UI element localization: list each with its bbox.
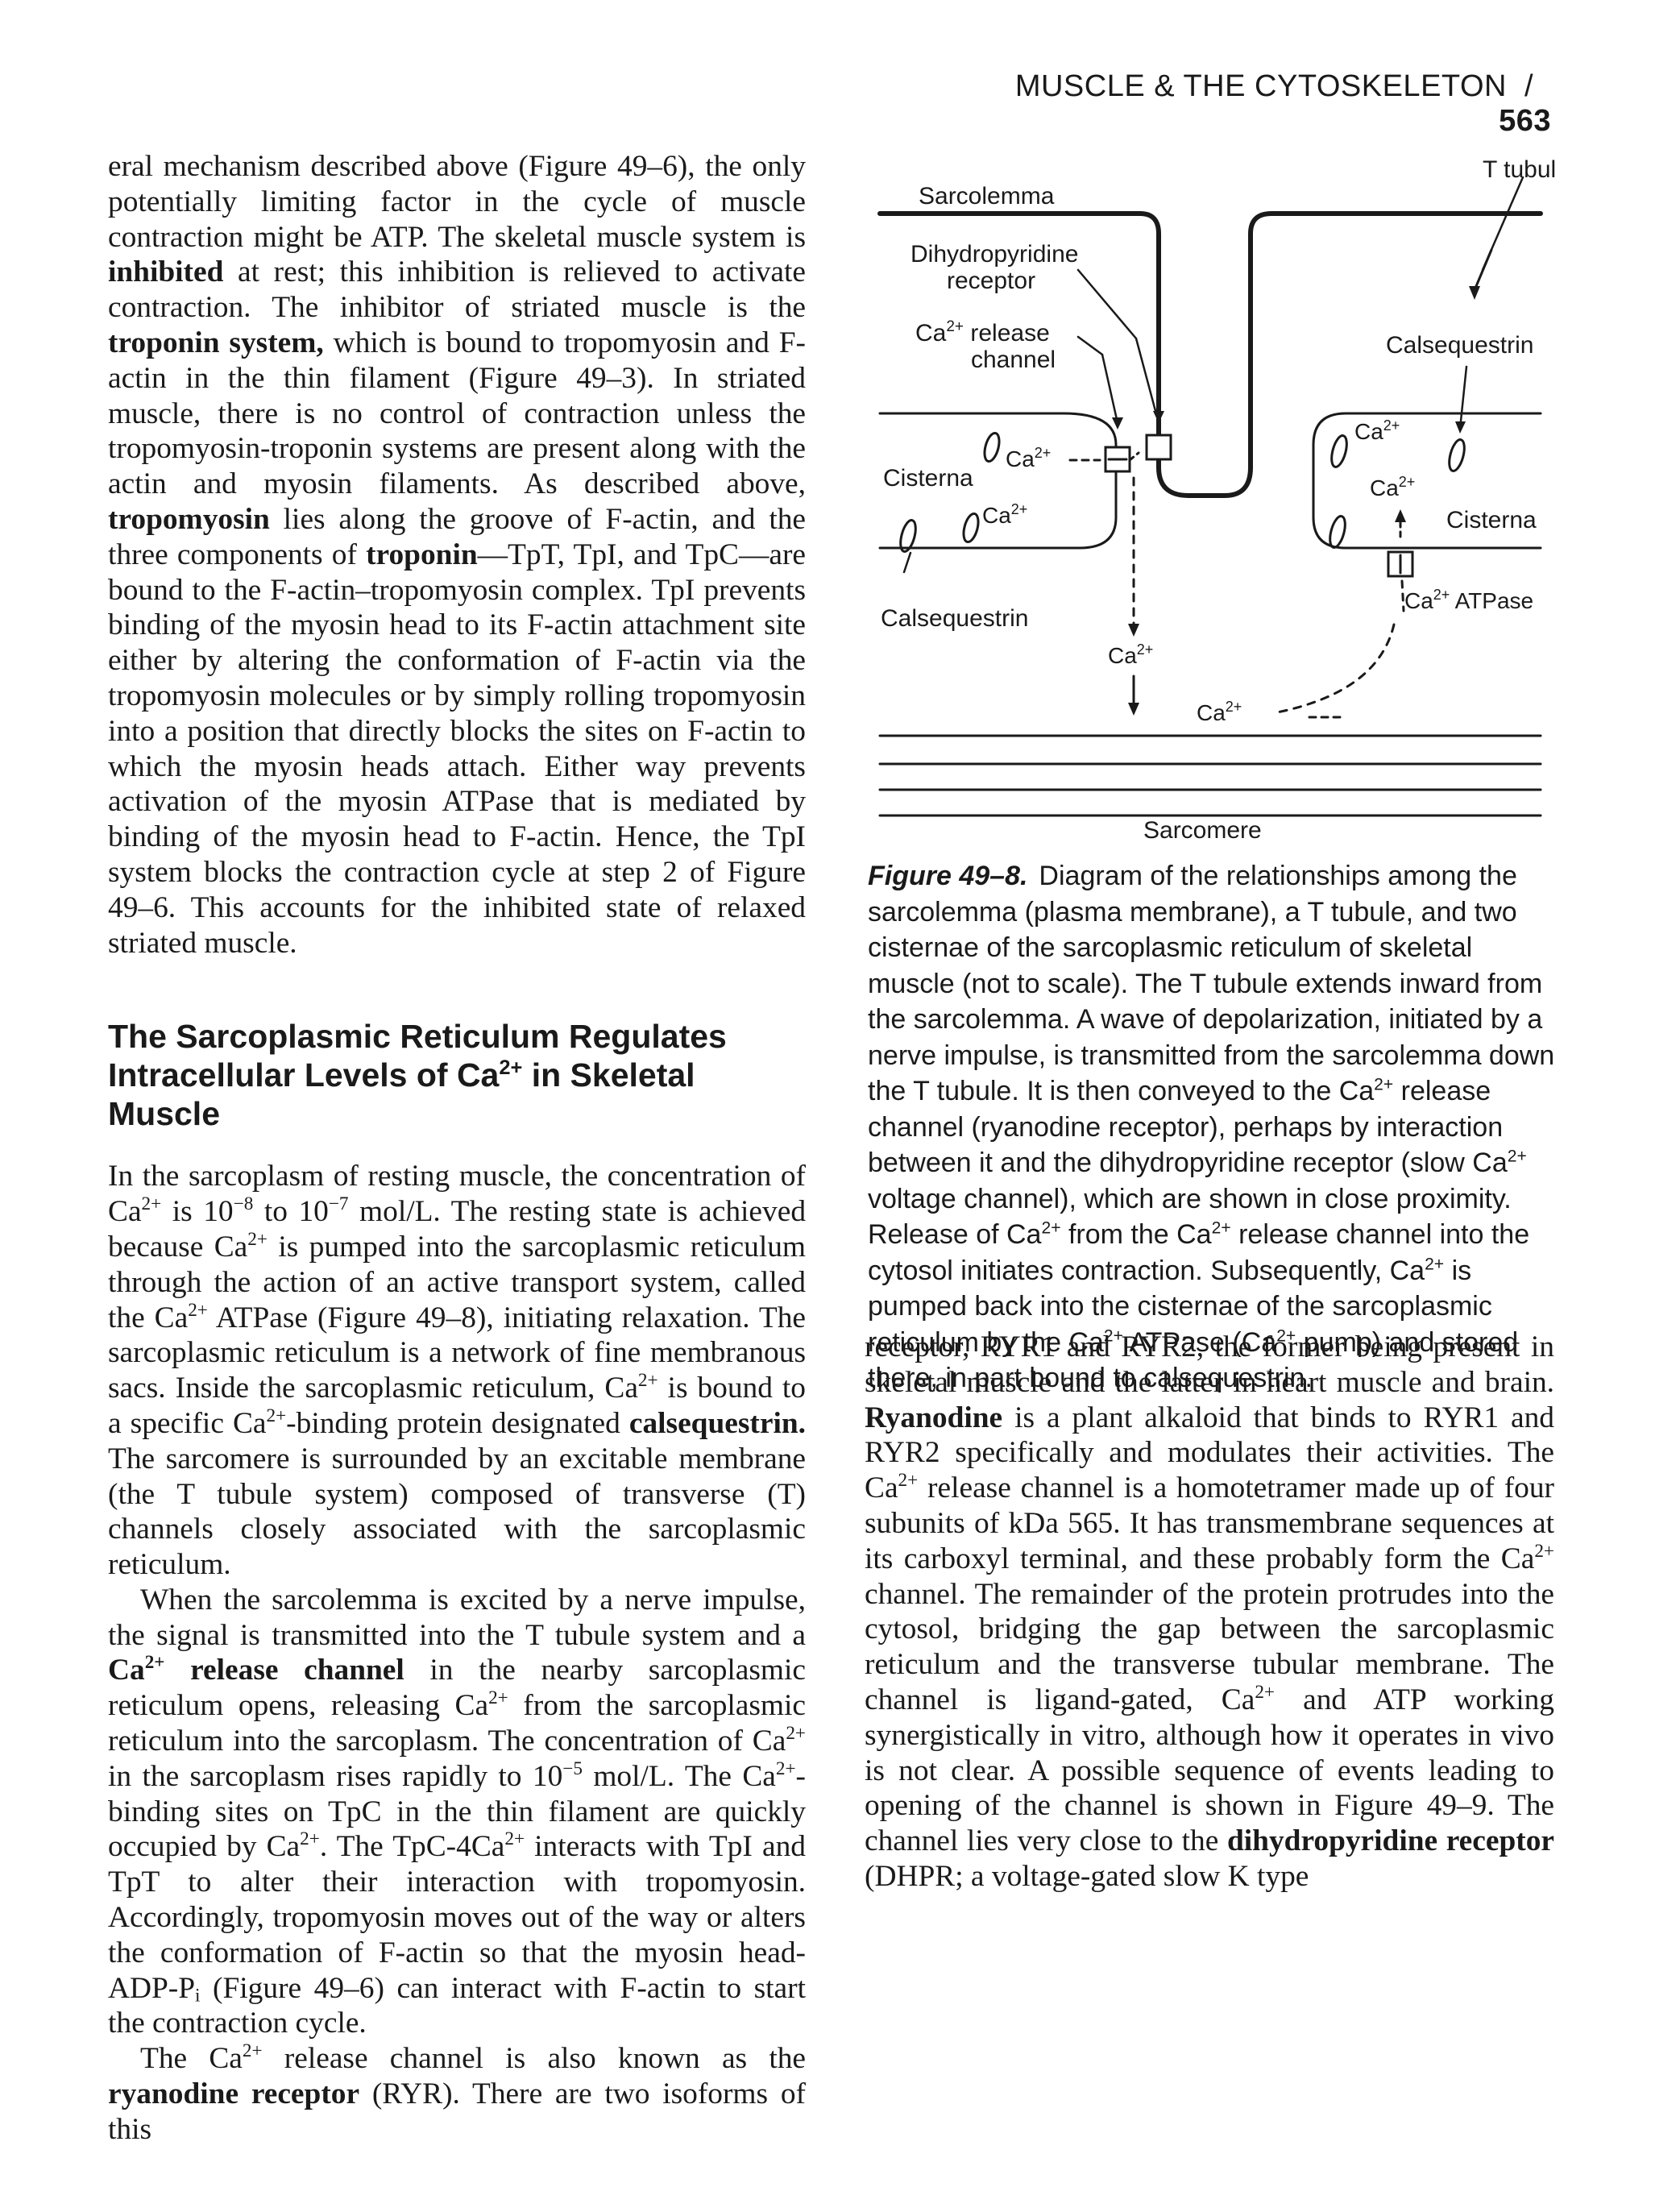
- calsequestrin-right-mid: [1329, 515, 1346, 549]
- left-column: eral mechanism described above (Figure 4…: [108, 149, 806, 2148]
- ca-ion-label: Ca2+: [1197, 699, 1242, 725]
- label-cisterna-left: Cisterna: [883, 465, 973, 492]
- label-ca-release: Ca2+ release: [915, 318, 1050, 347]
- paragraph: receptor, RYR1 and RYR2, the former bein…: [865, 1330, 1554, 1893]
- figure-caption: Figure 49–8.Diagram of the relationships…: [868, 861, 1555, 1393]
- running-head-separator: /: [1524, 69, 1533, 103]
- ca-ion-label: Ca2+: [982, 501, 1027, 528]
- left-cisterna: [878, 412, 1118, 550]
- section-heading: The Sarcoplasmic Reticulum Regulates Int…: [108, 1018, 727, 1133]
- right-column: receptor, RYR1 and RYR2, the former bein…: [865, 1330, 1554, 1895]
- label-dihydropyridine: Dihydropyridine: [911, 241, 1078, 268]
- running-head: MUSCLE & THE CYTOSKELETON /563: [983, 69, 1551, 139]
- running-head-title: MUSCLE & THE CYTOSKELETON: [1014, 69, 1507, 103]
- page-number: 563: [1499, 104, 1551, 138]
- ca-ion-label: Ca2+: [1006, 445, 1051, 471]
- calsequestrin-left-bottom: [899, 519, 917, 553]
- label-sarcolemma: Sarcolemma: [919, 183, 1055, 210]
- paragraph: eral mechanism described above (Figure 4…: [108, 150, 807, 960]
- label-calsequestrin-right: Calsequestrin: [1386, 332, 1533, 359]
- label-cisterna-right: Cisterna: [1446, 507, 1537, 533]
- label-t-tubule: T tubule: [1483, 156, 1555, 183]
- calsequestrin-left-top: [983, 431, 1001, 463]
- sarcolemma-membrane: [877, 211, 1543, 498]
- label-receptor: receptor: [947, 268, 1035, 294]
- calsequestrin-right-top: [1330, 434, 1348, 468]
- ca-ion-label: Ca2+: [1370, 474, 1415, 500]
- label-channel: channel: [971, 347, 1056, 373]
- ca-atpase-label: Ca2+ ATPase: [1404, 587, 1533, 613]
- label-calsequestrin-left: Calsequestrin: [881, 605, 1028, 632]
- calsequestrin-right-end: [1448, 438, 1466, 472]
- ca-ion-label: Ca2+: [1354, 417, 1400, 444]
- paragraph: In the sarcoplasm of resting muscle, the…: [108, 1160, 807, 1582]
- paragraph: The Ca2+ release channel is also known a…: [108, 2040, 807, 2146]
- dihydropyridine-receptor: [1145, 434, 1172, 461]
- figure-label: Figure 49–8.: [868, 861, 1028, 891]
- figure-diagram: T tubule Sarcolemma Dihydropyridine rece…: [877, 156, 1555, 844]
- ca-ion-label: Ca2+: [1108, 641, 1153, 668]
- paragraph: When the sarcolemma is excited by a nerv…: [108, 1583, 806, 2040]
- calsequestrin-left-mid: [962, 512, 980, 544]
- label-sarcomere: Sarcomere: [1143, 817, 1262, 844]
